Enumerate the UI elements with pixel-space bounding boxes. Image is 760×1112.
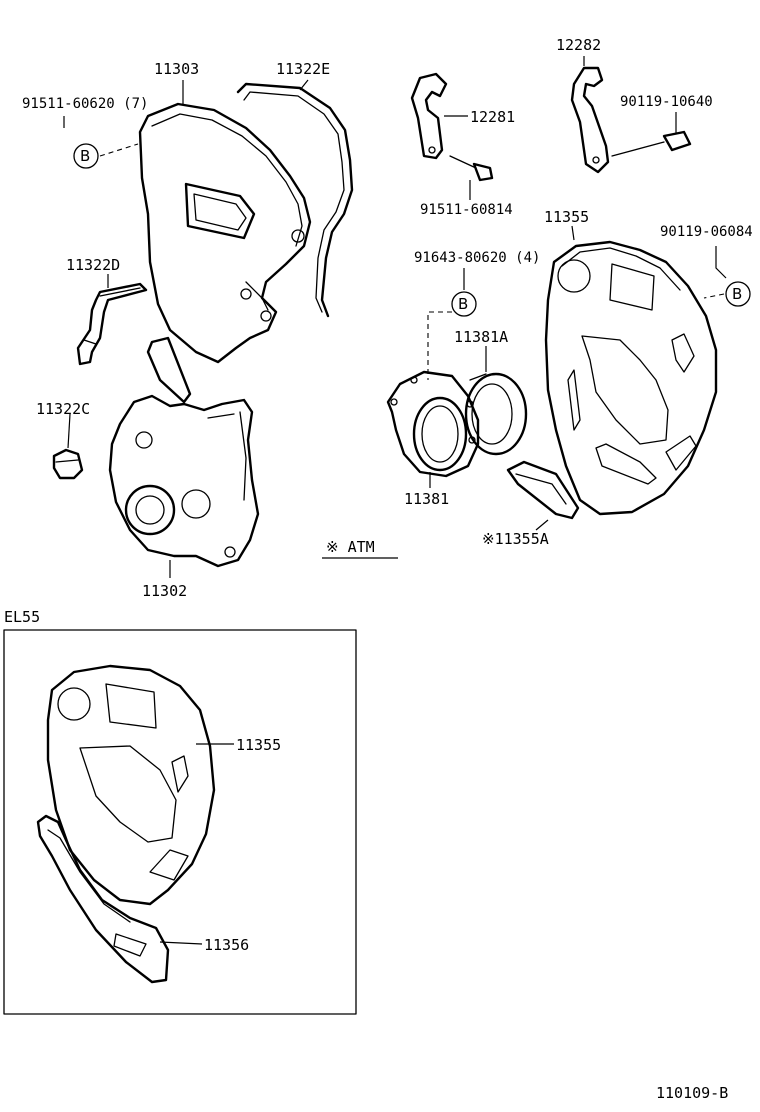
label-11322E: 11322E	[276, 60, 330, 78]
label-11381: 11381	[404, 490, 449, 508]
grommet-11322C-drawing	[52, 448, 84, 480]
label-91511-60814: 91511-60814	[420, 202, 513, 218]
oil-seal-11381A-drawing	[464, 372, 528, 456]
section-label-el55: EL55	[4, 608, 40, 626]
label-11355-el55: 11355	[236, 736, 281, 754]
label-12281: 12281	[470, 108, 515, 126]
label-11302: 11302	[142, 582, 187, 600]
label-11322C: 11322C	[36, 400, 90, 418]
plate-11355A-drawing	[506, 460, 580, 520]
label-11322D: 11322D	[66, 256, 120, 274]
label-12282: 12282	[556, 36, 601, 54]
label-11355: 11355	[544, 208, 589, 226]
label-90119-10640: 90119-10640	[620, 94, 713, 110]
el55-inset-frame	[3, 629, 357, 1015]
label-11381A: 11381A	[454, 328, 508, 346]
lower-cover-11302-drawing	[108, 394, 260, 568]
cover-link-strip-drawing	[146, 336, 192, 404]
gasket-11322E-drawing	[236, 82, 354, 318]
ref-marker-b-right-text: B	[732, 285, 742, 303]
bolt-90119-10640-drawing	[611, 130, 692, 157]
cover-plate-11356-drawing	[36, 814, 170, 984]
label-90119-06084: 90119-06084	[660, 224, 753, 240]
atm-note: ※ ATM	[326, 538, 375, 556]
label-91511-60620: 91511-60620 (7)	[22, 96, 148, 112]
diagram-code: 110109-B	[656, 1084, 728, 1102]
seal-housing-11381-drawing	[386, 370, 480, 478]
upper-cover-11303-drawing	[138, 102, 312, 364]
label-91643-80620: 91643-80620 (4)	[414, 250, 540, 266]
ref-marker-b-left: B	[73, 143, 99, 169]
backing-plate-el55-drawing	[46, 664, 216, 906]
ref-marker-b-right: B	[725, 281, 751, 307]
hook-12281-drawing	[410, 72, 448, 160]
label-11355A: ※11355A	[482, 530, 549, 548]
bolt-91511-60814-drawing	[449, 155, 494, 182]
label-11356: 11356	[204, 936, 249, 954]
hook-12282-drawing	[570, 66, 610, 174]
leader-lines	[63, 56, 727, 945]
ref-marker-b-centre: B	[451, 291, 477, 317]
ref-marker-b-centre-text: B	[458, 295, 468, 313]
bracket-11322D-drawing	[76, 282, 148, 366]
backing-plate-11355-drawing	[544, 240, 718, 516]
part-labels: 11303 11322E 91511-60620 (7) 11322D 1132…	[4, 36, 753, 1102]
label-11303: 11303	[154, 60, 199, 78]
ref-marker-b-left-text: B	[80, 147, 90, 165]
